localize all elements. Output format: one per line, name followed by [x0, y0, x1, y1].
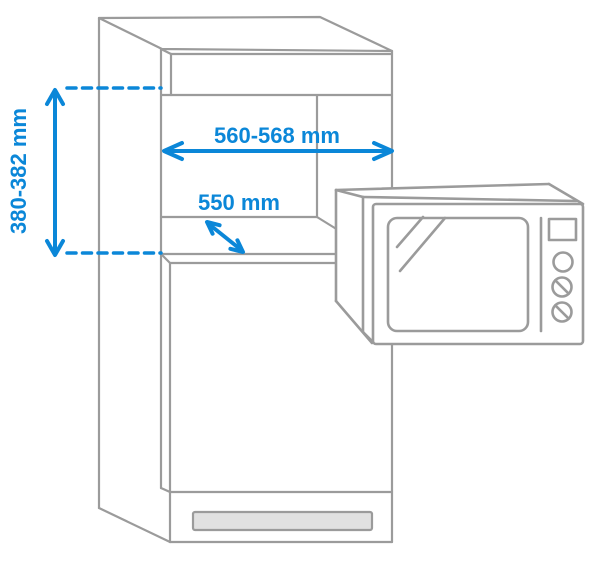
niche-width-arrow	[162, 141, 394, 161]
cabinet-niche	[159, 94, 340, 232]
cabinet-drawing	[97, 15, 394, 544]
cabinet-lower-door	[168, 261, 394, 544]
cabinet-left-panel	[97, 16, 172, 544]
glare-line-long	[398, 216, 447, 273]
niche-height-label: 380-382 mm	[6, 108, 31, 234]
glare-line-short	[395, 215, 425, 249]
microwave-drawing	[334, 182, 585, 346]
microwave-door-window	[386, 215, 530, 333]
niche-depth-arrow	[205, 220, 245, 254]
microwave-control-panel	[539, 216, 578, 333]
dimension-annotations: 380-382 mm 560-568 mm 550 mm	[6, 86, 394, 257]
niche-depth-label: 550 mm	[198, 190, 280, 215]
dial-knob-icon	[551, 276, 573, 298]
vent-grille	[191, 510, 374, 532]
display-icon	[547, 217, 578, 242]
dial-knob-icon	[551, 301, 573, 323]
cabinet-top-face	[97, 15, 394, 53]
niche-width-label: 560-568 mm	[214, 123, 340, 148]
knob-icon	[552, 251, 574, 273]
niche-height-arrow	[45, 86, 163, 257]
microwave-body	[334, 182, 585, 345]
cabinet-top-band	[159, 47, 394, 97]
